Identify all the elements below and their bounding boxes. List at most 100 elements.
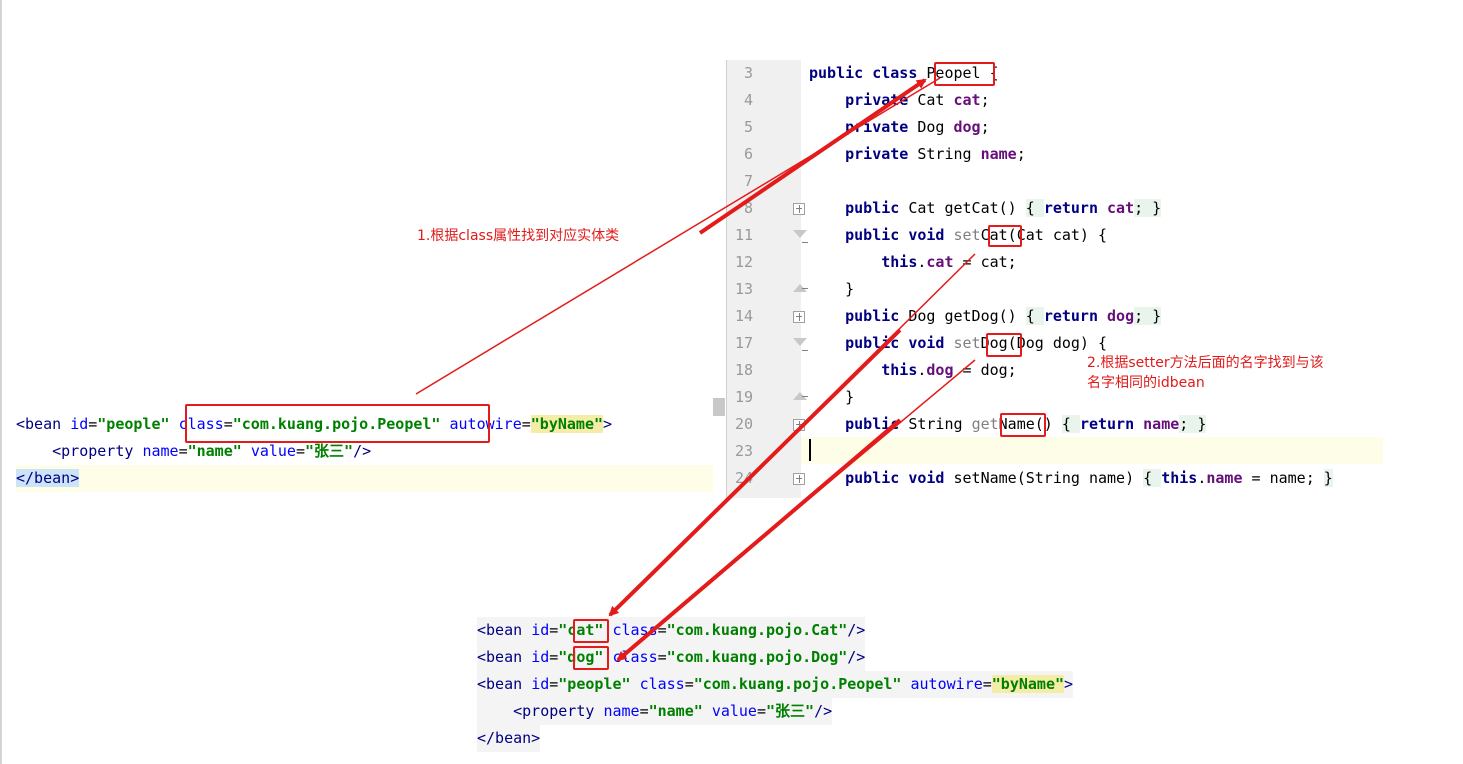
line-number: 17 [734, 334, 753, 352]
code-token: set [953, 334, 981, 352]
code-token: this [1161, 469, 1198, 487]
xml-token: /> [847, 621, 866, 639]
line-number: 19 [734, 388, 753, 406]
line-number: 6 [743, 145, 753, 163]
code-token: { [1025, 199, 1044, 217]
code-line: this.cat = cat; [809, 249, 1017, 276]
code-token: dog [926, 361, 954, 379]
xml-token: <bean [477, 675, 532, 693]
line-number: 23 [734, 442, 753, 460]
fold-expand-icon[interactable] [793, 419, 805, 431]
fold-collapse-icon[interactable] [793, 284, 808, 292]
code-token: public class [809, 64, 927, 82]
code-token: public [809, 415, 909, 433]
xml-token: "com.kuang.pojo.Peopel" [232, 415, 441, 433]
code-token: Cat getCat() [908, 199, 1026, 217]
xml-token: autowire [449, 415, 522, 433]
code-token: private [809, 118, 918, 136]
code-token: Cat(Cat cat) { [980, 226, 1108, 244]
xml-token: = [178, 442, 188, 460]
code-token: = cat; [953, 253, 1017, 271]
xml-token: = [684, 675, 694, 693]
xml-token: class [178, 415, 224, 433]
code-token: = dog; [953, 361, 1017, 379]
xml-token: "byName" [530, 415, 604, 433]
code-token: public [809, 307, 909, 325]
fold-expand-icon[interactable] [793, 311, 805, 323]
code-token: get [971, 415, 999, 433]
fold-expand-icon[interactable] [793, 203, 805, 215]
code-token: public [809, 199, 909, 217]
code-token: set [953, 226, 981, 244]
xml-token: "张三" [305, 442, 354, 460]
fold-collapse-icon[interactable] [793, 338, 808, 351]
xml-token: = [756, 702, 766, 720]
xml-token: name [603, 702, 640, 720]
code-token: cat [953, 91, 981, 109]
code-token: private [809, 91, 918, 109]
code-token: return [1079, 415, 1144, 433]
xml-token: > [603, 415, 613, 433]
xml-token [477, 702, 513, 720]
xml-left-snippet[interactable]: <bean id="people" class="com.kuang.pojo.… [16, 411, 714, 491]
code-token: return [1043, 307, 1108, 325]
xml-token: "com.kuang.pojo.Cat" [666, 621, 848, 639]
xml-token: class [639, 675, 685, 693]
fold-expand-icon[interactable] [793, 473, 805, 485]
code-token: Dog(Dog dog) { [980, 334, 1108, 352]
code-token: setName(String name) [953, 469, 1144, 487]
xml-token: = [521, 415, 531, 433]
xml-token [16, 442, 52, 460]
highlight-box-setcat [988, 225, 1022, 247]
scrollbar-thumb[interactable] [713, 398, 725, 416]
xml-token: "people" [558, 675, 631, 693]
highlight-box-getname [1000, 413, 1046, 437]
code-token: } [809, 388, 855, 406]
xml-line: <property name="name" value="张三"/> [16, 438, 371, 465]
xml-token [703, 702, 712, 720]
code-token: return [1043, 199, 1108, 217]
xml-token: <bean [477, 648, 532, 666]
code-line: public Cat getCat() { return cat; } [809, 195, 1162, 222]
line-number: 7 [743, 172, 753, 190]
code-line: public void setName(String name) { this.… [809, 465, 1333, 492]
xml-line: <bean id="people" class="com.kuang.pojo.… [477, 671, 1074, 698]
line-number: 4 [743, 91, 753, 109]
xml-token: "name" [187, 442, 242, 460]
xml-current-line-highlight [16, 465, 713, 492]
code-token: Name() [998, 415, 1062, 433]
xml-token [631, 675, 640, 693]
xml-token [901, 675, 910, 693]
fold-collapse-icon[interactable] [793, 392, 808, 400]
highlight-box-id-dog [573, 646, 609, 670]
code-line: this.dog = dog; [809, 357, 1017, 384]
code-line: private Cat cat; [809, 87, 990, 114]
xml-token: = [982, 675, 992, 693]
highlight-box-id-cat [573, 619, 609, 643]
xml-token: <bean [16, 415, 71, 433]
xml-token [242, 442, 251, 460]
xml-line: </bean> [477, 725, 541, 752]
xml-line: <bean id="cat" class="com.kuang.pojo.Cat… [477, 617, 866, 644]
xml-token: <property [513, 702, 604, 720]
code-line: private Dog dog; [809, 114, 990, 141]
code-token: { [1143, 469, 1162, 487]
xml-token: name [142, 442, 179, 460]
xml-token: "com.kuang.pojo.Peopel" [693, 675, 902, 693]
xml-token: </bean [16, 469, 71, 487]
xml-line: <bean id="dog" class="com.kuang.pojo.Dog… [477, 644, 866, 671]
line-number: 12 [734, 253, 753, 271]
xml-token: "dog" [558, 648, 604, 666]
code-token: public void [809, 469, 954, 487]
line-number: 11 [734, 226, 753, 244]
xml-line: </bean> [16, 465, 80, 492]
fold-collapse-icon[interactable] [793, 230, 808, 243]
code-token: = name; [1242, 469, 1324, 487]
xml-token: <property [52, 442, 143, 460]
xml-token: > [70, 469, 80, 487]
xml-token: = [223, 415, 233, 433]
xml-token: autowire [910, 675, 983, 693]
code-token: } [809, 280, 855, 298]
